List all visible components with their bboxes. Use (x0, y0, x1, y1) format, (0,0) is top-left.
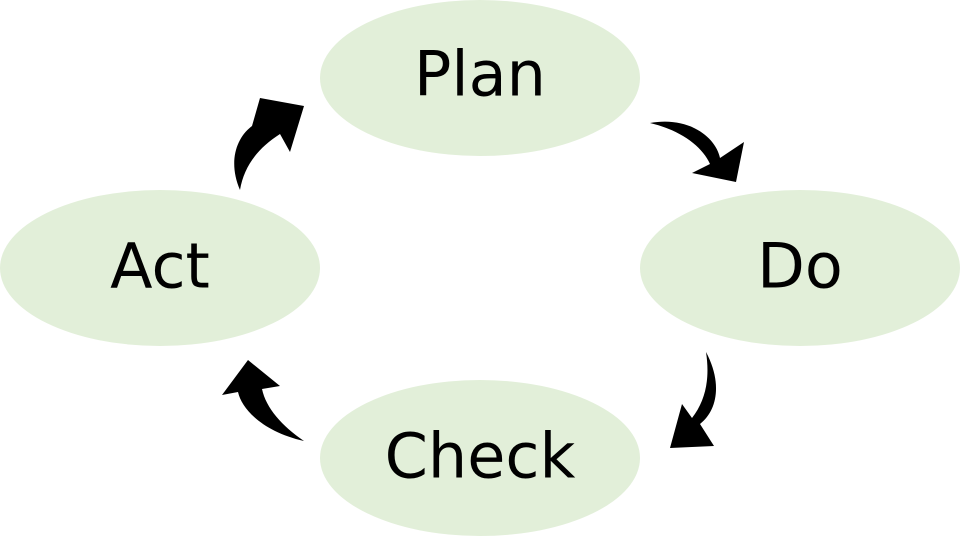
arrow-act-to-plan-icon (234, 98, 304, 190)
stage-do: Do (640, 190, 960, 346)
stage-check-label: Check (385, 420, 576, 493)
arrow-check-to-act-icon (222, 360, 304, 441)
stage-act: Act (0, 190, 320, 346)
stage-do-label: Do (757, 230, 843, 303)
stage-act-label: Act (110, 230, 210, 303)
stage-check-ellipse (320, 380, 640, 536)
stage-plan-label: Plan (414, 38, 546, 111)
arrow-plan-to-do-icon (650, 121, 744, 182)
stage-do-ellipse (640, 190, 960, 346)
stage-act-ellipse (0, 190, 320, 346)
arrow-do-to-check-icon (670, 352, 717, 448)
stage-plan: Plan (320, 0, 640, 156)
stage-check: Check (320, 380, 640, 536)
stage-plan-ellipse (320, 0, 640, 156)
